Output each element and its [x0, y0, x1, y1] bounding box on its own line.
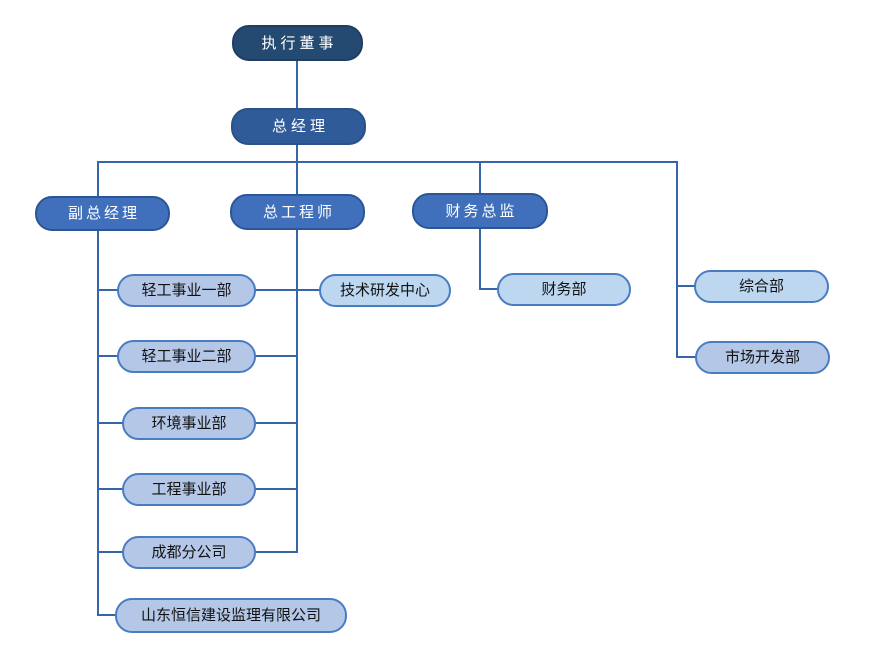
connector-line	[296, 61, 298, 109]
org-node-label: 副总经理	[67, 205, 140, 222]
connector-line	[296, 145, 298, 162]
connector-line	[97, 161, 99, 197]
connector-line	[479, 228, 481, 290]
org-node-label: 技术研发中心	[339, 282, 430, 299]
org-node-general-manager: 总经理	[231, 108, 366, 145]
org-node-tech-rd-center: 技术研发中心	[319, 274, 451, 307]
org-node-label: 成都分公司	[151, 544, 227, 561]
org-node-label: 环境事业部	[151, 415, 227, 432]
org-node-light-industry-div-1: 轻工事业一部	[117, 274, 256, 307]
org-node-light-industry-div-2: 轻工事业二部	[117, 340, 256, 373]
connector-line	[254, 355, 298, 357]
connector-line	[296, 289, 321, 291]
org-node-engineering-div: 工程事业部	[122, 473, 256, 506]
connector-line	[296, 229, 298, 553]
org-node-shandong-hengxin: 山东恒信建设监理有限公司	[115, 598, 347, 633]
org-node-label: 财务部	[541, 281, 587, 298]
connector-line	[676, 161, 678, 358]
connector-line	[97, 422, 124, 424]
org-node-label: 工程事业部	[151, 481, 227, 498]
org-node-label: 总经理	[271, 118, 329, 135]
org-node-deputy-general-manager: 副总经理	[35, 196, 170, 231]
connector-line	[254, 551, 298, 553]
org-node-finance-dept: 财务部	[497, 273, 631, 306]
org-node-market-dev-dept: 市场开发部	[695, 341, 830, 374]
connector-line	[97, 614, 117, 616]
connector-line	[97, 355, 119, 357]
org-node-executive-director: 执行董事	[232, 25, 363, 61]
org-node-label: 财务总监	[445, 202, 518, 220]
org-node-label: 执行董事	[261, 34, 338, 52]
org-node-label: 总工程师	[262, 203, 335, 221]
connector-line	[479, 288, 499, 290]
org-node-chief-engineer: 总工程师	[230, 194, 365, 230]
org-node-finance-director: 财务总监	[412, 193, 548, 229]
org-node-general-affairs-dept: 综合部	[694, 270, 829, 303]
connector-line	[254, 488, 298, 490]
org-node-label: 综合部	[738, 278, 784, 295]
connector-line	[479, 161, 481, 194]
connector-line	[296, 161, 298, 195]
org-node-chengdu-branch: 成都分公司	[122, 536, 256, 569]
connector-line	[97, 289, 119, 291]
connector-line	[97, 161, 678, 163]
connector-line	[676, 285, 696, 287]
org-node-label: 市场开发部	[724, 349, 800, 366]
org-node-label: 轻工事业二部	[141, 348, 232, 365]
connector-line	[97, 551, 124, 553]
org-node-label: 轻工事业一部	[141, 282, 232, 299]
connector-line	[254, 289, 298, 291]
connector-line	[254, 422, 298, 424]
connector-line	[97, 488, 124, 490]
org-node-label: 山东恒信建设监理有限公司	[140, 607, 321, 624]
connector-line	[676, 356, 697, 358]
org-node-environment-div: 环境事业部	[122, 407, 256, 440]
